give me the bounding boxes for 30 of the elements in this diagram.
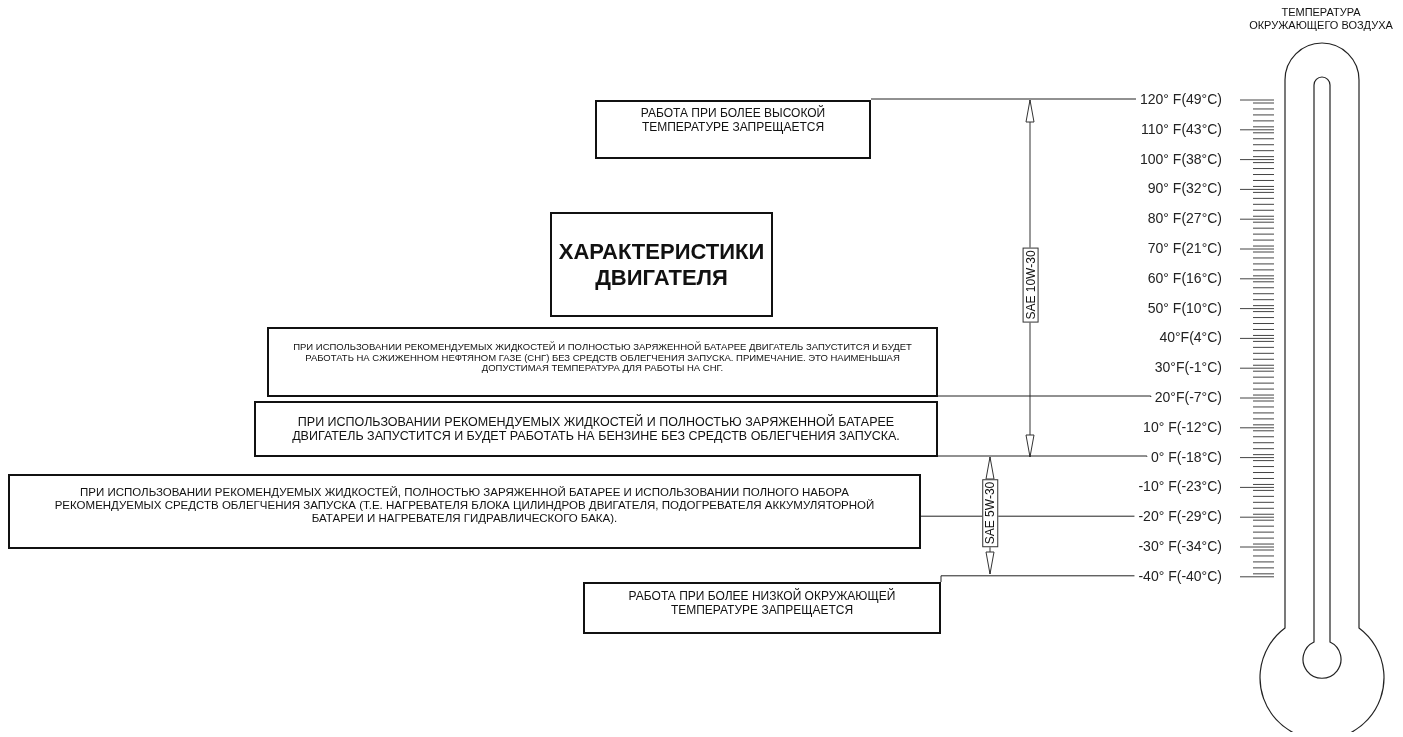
temperature-label: 110° F(43°C) [1141, 120, 1222, 137]
note-box: ПРИ ИСПОЛЬЗОВАНИИ РЕКОМЕНДУЕМЫХ ЖИДКОСТЕЙ И ПОЛНОСТЬЮ ЗАРЯЖЕННОЙ БАТАРЕЕ ДВИГАТЕЛЬ ЗАПУСТИТСЯ И БУДЕТ РАБОТАТЬ НА БЕНЗИНЕ БЕЗ СРЕДСТВ ОБЛЕГЧЕНИЯ ЗАПУСКА. [254, 401, 938, 457]
temperature-label: 60° F(16°C) [1147, 269, 1222, 286]
note-box: ПРИ ИСПОЛЬЗОВАНИИ РЕКОМЕНДУЕМЫХ ЖИДКОСТЕЙ И ПОЛНОСТЬЮ ЗАРЯЖЕННОЙ БАТАРЕЕ ДВИГАТЕЛЬ ЗАПУСТИТСЯ И БУДЕТ РАБОТАТЬ НА СЖИЖЕННОМ НЕФТЯНОМ ГАЗЕ (СНГ) БЕЗ СРЕДСТВ ОБЛЕГЧЕНИЯ ЗАПУСКА. ПРИМЕЧАНИЕ. ЭТО НАИМЕНЬШАЯ ДОПУСТИМАЯ ТЕМПЕРАТУРА ДЛЯ РАБОТЫ НА СНГ. [267, 327, 938, 397]
reference-line [920, 515, 1135, 517]
thermometer-heading: ТЕМПЕРАТУРА ОКРУЖАЮЩЕГО ВОЗДУХА [1248, 6, 1394, 33]
temperature-label: -20° F(-29°C) [1138, 508, 1222, 525]
temperature-label: 0° F(-18°C) [1150, 448, 1222, 465]
temperature-label: 90° F(32°C) [1147, 180, 1222, 197]
temperature-label: 10° F(-12°C) [1143, 418, 1222, 435]
temperature-label: 120° F(49°C) [1140, 91, 1222, 107]
reference-line [870, 98, 1137, 100]
temperature-label: 50° F(10°C) [1147, 299, 1222, 316]
temperature-label: -10° F(-23°C) [1138, 478, 1222, 495]
temperature-label: 70° F(21°C) [1147, 240, 1222, 256]
reference-line [940, 575, 1135, 583]
temperature-label: 100° F(38°C) [1140, 150, 1222, 167]
oil-grade-label: SAE 10W-30 [1022, 247, 1039, 323]
temperature-label: -40° F(-40°C) [1138, 567, 1222, 584]
title-box: ХАРАКТЕРИСТИКИ ДВИГАТЕЛЯ [550, 212, 773, 317]
temperature-label: -30° F(-34°C) [1138, 538, 1222, 554]
note-box: РАБОТА ПРИ БОЛЕЕ ВЫСОКОЙ ТЕМПЕРАТУРЕ ЗАПРЕЩАЕТСЯ [595, 100, 871, 159]
reference-line [937, 395, 1152, 398]
temperature-label: 20°F(-7°C) [1154, 389, 1222, 405]
temperature-label: 40°F(4°C) [1159, 329, 1222, 346]
note-box: РАБОТА ПРИ БОЛЕЕ НИЗКОЙ ОКРУЖАЮЩЕЙ ТЕМПЕРАТУРЕ ЗАПРЕЩАЕТСЯ [583, 582, 941, 634]
temperature-label: 30°F(-1°C) [1154, 359, 1222, 376]
temperature-label: 80° F(27°C) [1147, 210, 1222, 227]
note-box: ПРИ ИСПОЛЬЗОВАНИИ РЕКОМЕНДУЕМЫХ ЖИДКОСТЕЙ, ПОЛНОСТЬЮ ЗАРЯЖЕННОЙ БАТАРЕЕ И ИСПОЛЬЗОВАНИИ ПОЛНОГО НАБОРА РЕКОМЕНДУЕМЫХ СРЕДСТВ ОБЛЕГЧЕНИЯ ЗАПУСКА (Т.Е. НАГРЕВАТЕЛЯ БЛОКА ЦИЛИНДРОВ ДВИГАТЕЛЯ, ПОДОГРЕВАТЕЛЯ АККУМУЛЯТОРНОЙ БАТАРЕИ И НАГРЕВАТЕЛЯ ГИДРАВЛИЧЕСКОГО БАКА). [8, 474, 921, 549]
reference-line [937, 455, 1148, 458]
